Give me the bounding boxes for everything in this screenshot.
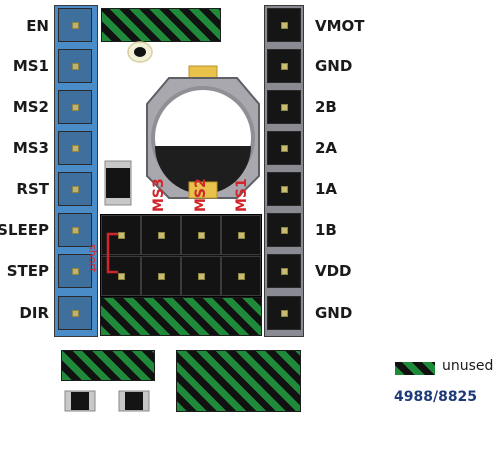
header-pin-dir bbox=[58, 296, 92, 330]
header-pin-2b bbox=[267, 90, 301, 124]
smd-capacitor-left bbox=[64, 390, 96, 412]
pin-label-ms1: MS1 bbox=[12, 57, 49, 75]
jumper-cell bbox=[221, 256, 261, 296]
pin-label-ms2: MS2 bbox=[12, 98, 49, 116]
jumper-cell bbox=[221, 215, 261, 255]
pin-label-en: EN bbox=[26, 17, 49, 35]
jumper-cell bbox=[141, 215, 181, 255]
jumper-cell bbox=[181, 256, 221, 296]
pin-label-step: STEP bbox=[6, 262, 49, 280]
dir-row-unused-header bbox=[100, 297, 262, 336]
jumper-label-ms3: MS3 bbox=[151, 178, 167, 212]
short-label: short bbox=[86, 244, 99, 273]
header-pin-sleep bbox=[58, 213, 92, 247]
legend-unused-label: unused bbox=[442, 358, 494, 374]
pin-label-vdd: VDD bbox=[315, 262, 352, 280]
small-round-component bbox=[127, 41, 153, 63]
jumper-label-ms2: MS2 bbox=[193, 178, 209, 212]
bottom-left-unused-header bbox=[61, 350, 155, 381]
bottom-right-unused-header bbox=[176, 350, 301, 412]
header-pin-2a bbox=[267, 131, 301, 165]
header-pin-ms3 bbox=[58, 131, 92, 165]
short-bracket bbox=[106, 232, 118, 274]
pin-label-1a: 1A bbox=[315, 180, 338, 198]
pin-label-rst: RST bbox=[16, 180, 49, 198]
header-pin-gnd-bottom bbox=[267, 296, 301, 330]
jumper-block bbox=[100, 214, 262, 297]
header-pin-vmot bbox=[267, 8, 301, 42]
pin-label-gnd-top: GND bbox=[315, 57, 353, 75]
model-label: 4988/8825 bbox=[394, 389, 478, 405]
header-pin-vdd bbox=[267, 254, 301, 288]
pin-label-dir: DIR bbox=[19, 304, 49, 322]
pin-label-gnd-bottom: GND bbox=[315, 304, 353, 322]
pin-label-ms3: MS3 bbox=[12, 139, 49, 157]
smd-resistor bbox=[104, 160, 132, 206]
jumper-cell bbox=[181, 215, 221, 255]
smd-capacitor-right bbox=[118, 390, 150, 412]
pin-label-2a: 2A bbox=[315, 139, 338, 157]
header-pin-rst bbox=[58, 172, 92, 206]
pin-label-1b: 1B bbox=[315, 221, 337, 239]
header-pin-1a bbox=[267, 172, 301, 206]
top-unused-header bbox=[101, 8, 221, 42]
jumper-cell bbox=[101, 256, 141, 296]
pin-label-sleep: SLEEP bbox=[0, 221, 49, 239]
header-pin-ms2 bbox=[58, 90, 92, 124]
jumper-label-ms1: MS1 bbox=[234, 178, 250, 212]
pin-label-2b: 2B bbox=[315, 98, 337, 116]
header-pin-en bbox=[58, 8, 92, 42]
header-pin-gnd-top bbox=[267, 49, 301, 83]
header-pin-ms1 bbox=[58, 49, 92, 83]
header-pin-step bbox=[58, 254, 92, 288]
legend-unused-swatch bbox=[395, 362, 435, 375]
pin-label-vmot: VMOT bbox=[315, 17, 365, 35]
potentiometer bbox=[146, 65, 260, 199]
jumper-cell bbox=[141, 256, 181, 296]
header-pin-1b bbox=[267, 213, 301, 247]
